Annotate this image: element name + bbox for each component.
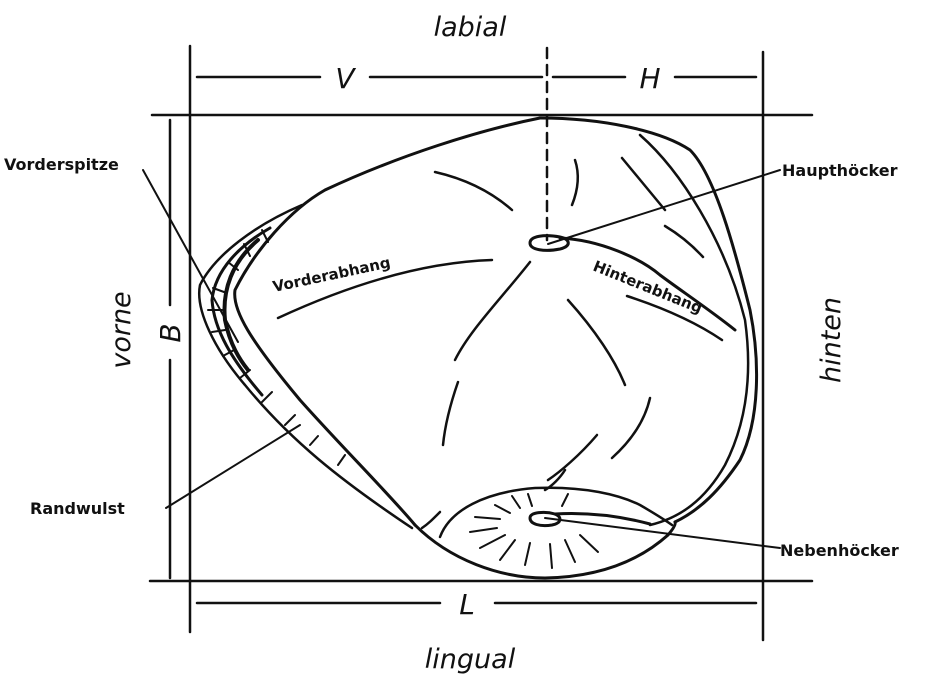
leader-haupthoecker — [547, 169, 781, 245]
leader-nebenhoecker — [544, 517, 781, 549]
line-lower-right — [610, 396, 652, 460]
marginal-ridge — [197, 203, 414, 530]
line-mid-left-2 — [441, 380, 460, 447]
dimension-lines — [168, 75, 758, 605]
outline-posterior-inner — [638, 133, 750, 527]
region-vorderabhang: Vorderabhang — [271, 253, 392, 296]
callout-haupthoecker: Haupthöcker — [782, 161, 898, 180]
ridge-outer — [197, 203, 414, 530]
callout-randwulst: Randwulst — [30, 499, 125, 518]
line-mid-left — [453, 260, 532, 362]
orientation-left-label: vorne — [106, 291, 137, 368]
leader-lines — [142, 169, 781, 549]
secondary-basin-upper — [438, 486, 674, 539]
callout-vorderspitze: Vorderspitze — [4, 155, 119, 174]
line-lower-right-2 — [546, 433, 599, 482]
tooth-outline — [233, 116, 759, 580]
secondary-radial-lines — [469, 493, 599, 569]
vorderabhang-line — [276, 258, 494, 320]
orientation-top-label: labial — [434, 12, 507, 43]
hinterabhang-line — [625, 294, 724, 342]
interior-lines — [276, 156, 724, 530]
line-upper-right-1 — [620, 156, 667, 212]
ridge-inner — [210, 226, 272, 397]
dimension-b-label: B — [154, 323, 187, 342]
orientation-bottom-label: lingual — [425, 644, 516, 674]
line-lower-left — [420, 510, 442, 530]
ridge-hatching — [207, 229, 346, 466]
outline-anterior — [233, 116, 542, 527]
callout-nebenhoecker: Nebenhöcker — [780, 541, 899, 560]
main-cusp-crest — [558, 236, 737, 332]
leader-vorderspitze — [142, 169, 239, 343]
line-upper-right-2 — [663, 224, 705, 259]
line-upper-mid — [570, 158, 580, 207]
orientation-right-label: hinten — [816, 297, 847, 383]
outline-lingual — [413, 520, 677, 580]
leader-randwulst — [165, 424, 301, 509]
dimension-l-label: L — [459, 588, 475, 621]
dimension-h-label: H — [639, 62, 660, 95]
secondary-cusp-crest — [553, 512, 652, 526]
outline-posterior — [538, 116, 759, 524]
dimension-v-label: V — [335, 62, 356, 95]
haupthoecker-cusp — [528, 234, 737, 332]
measurement-frame — [148, 44, 814, 642]
line-upper-left — [433, 170, 514, 212]
main-cusp-ring — [528, 234, 570, 252]
line-mid-right — [566, 298, 627, 387]
